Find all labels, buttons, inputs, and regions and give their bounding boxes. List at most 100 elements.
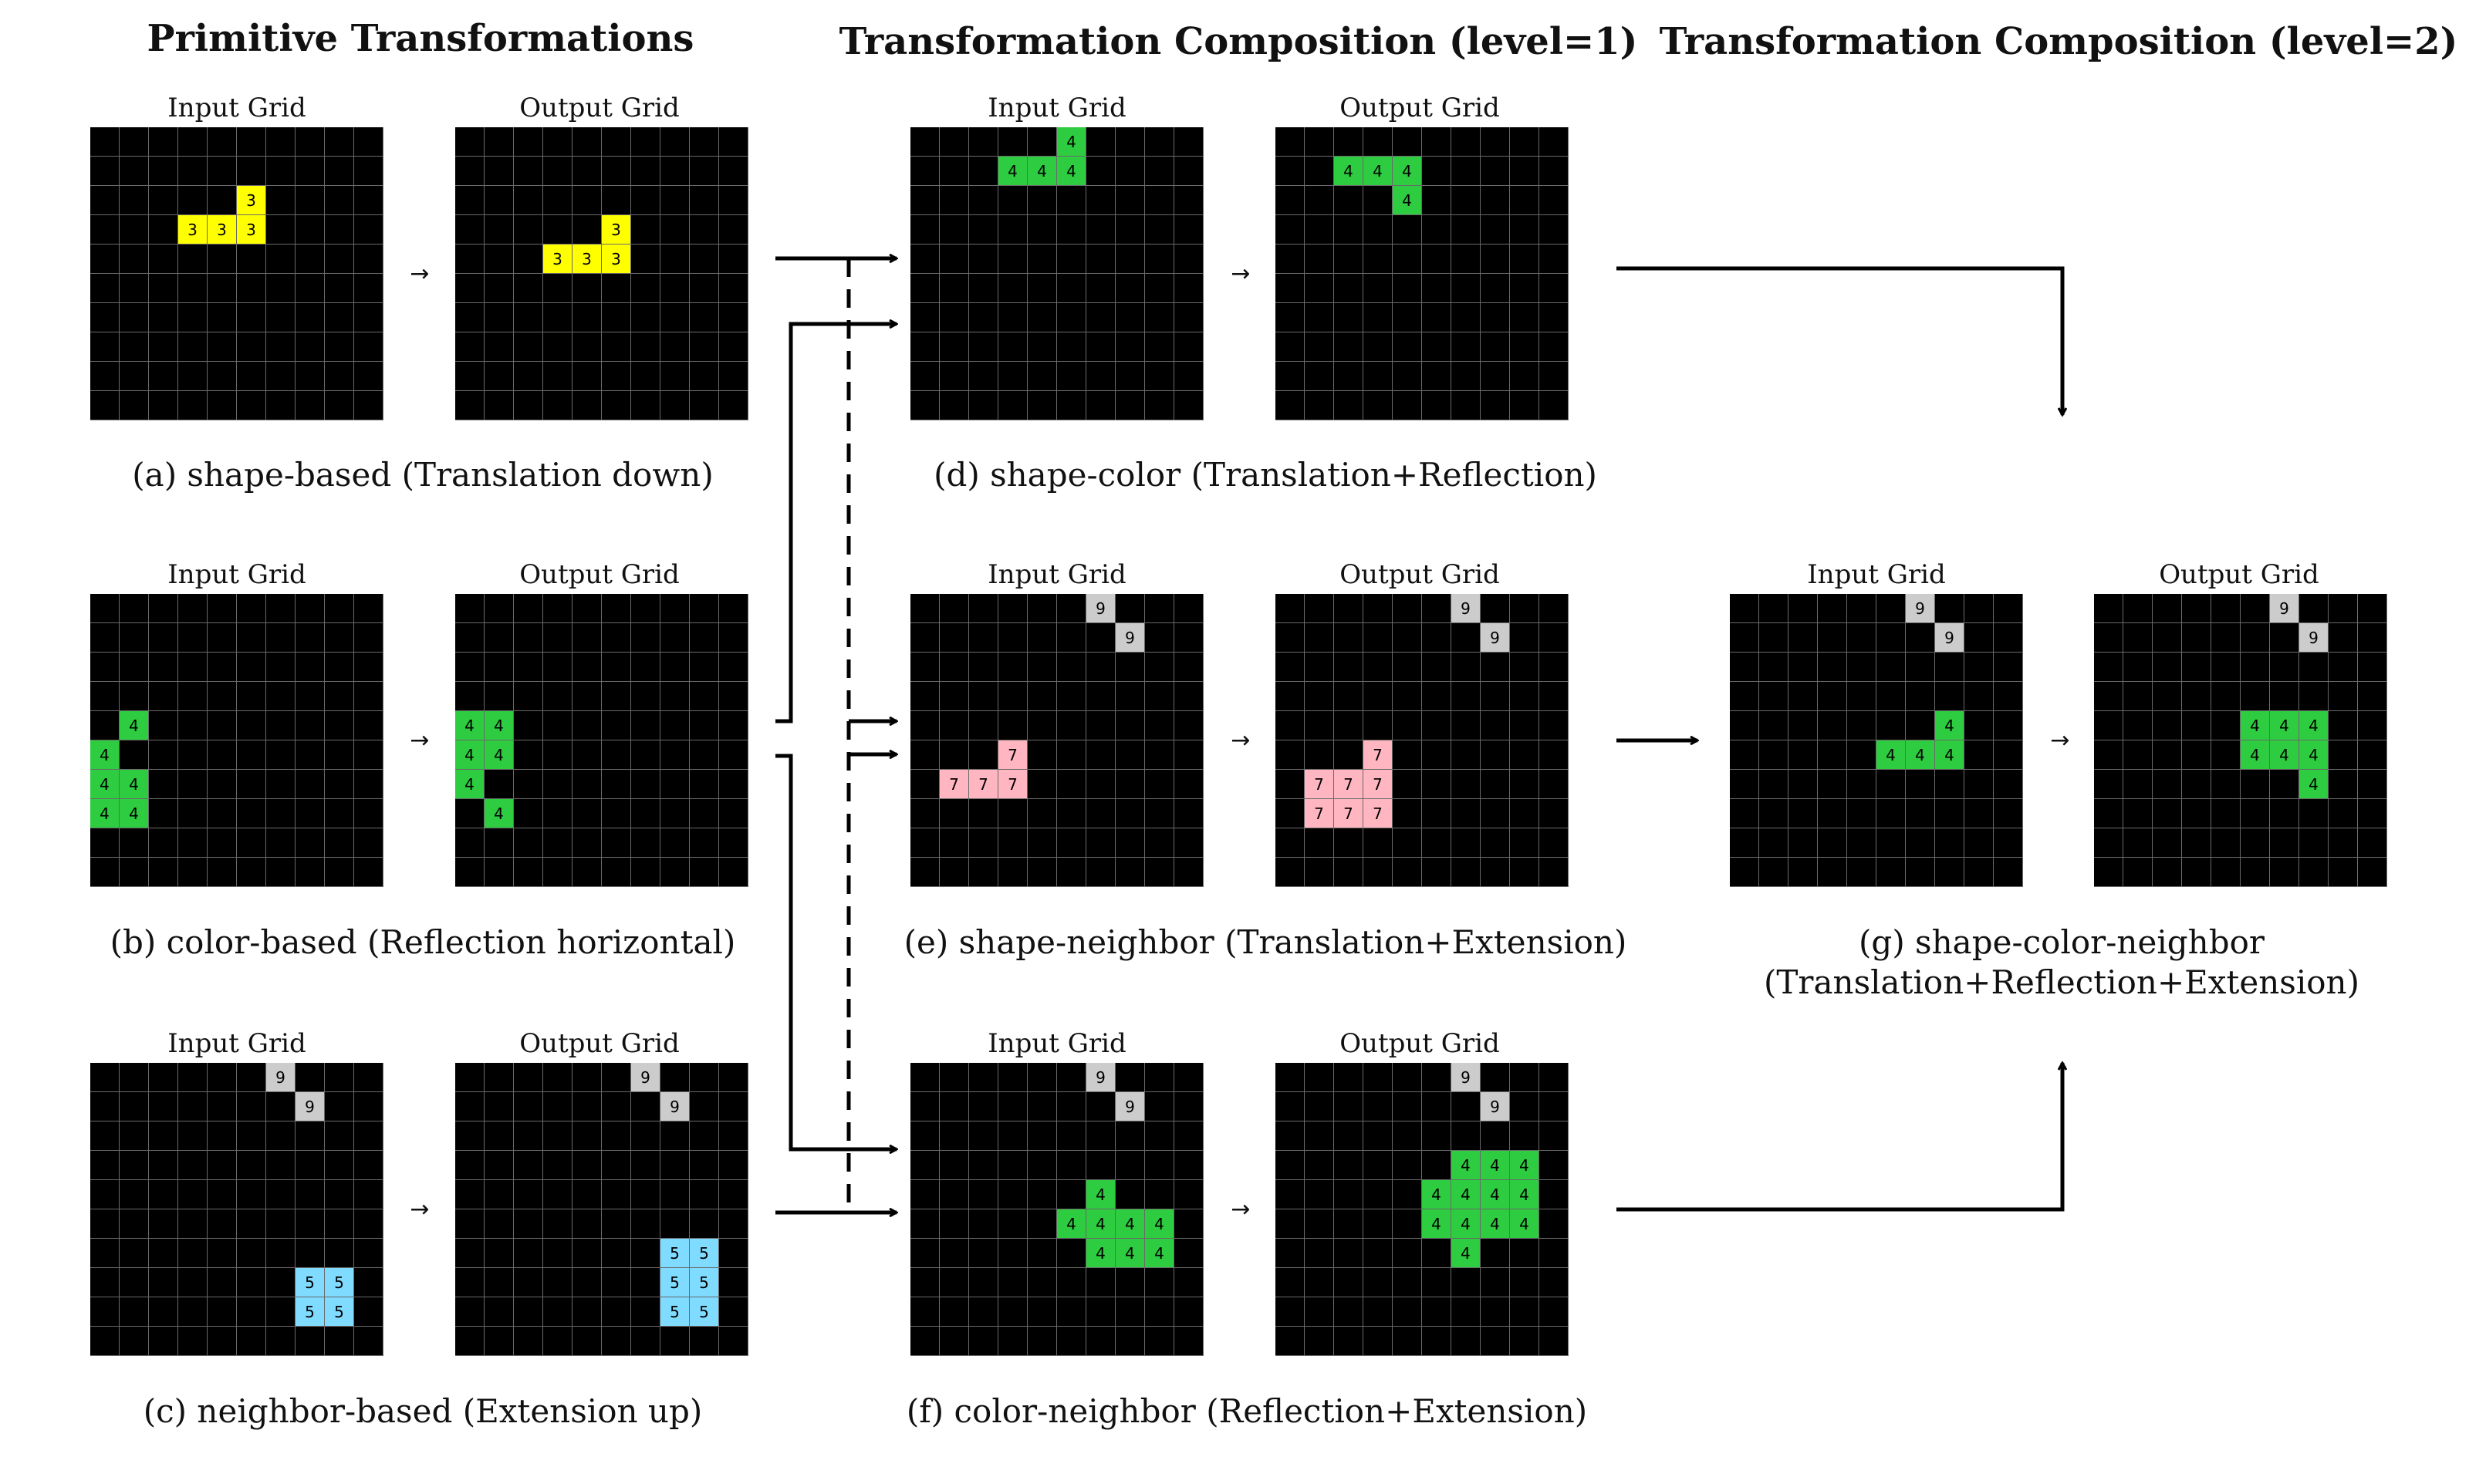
grid-cell: [237, 303, 266, 332]
grid-cell: [455, 858, 485, 887]
grid-cell: [660, 770, 690, 799]
grid-cell: [178, 157, 208, 186]
grid-cell: [969, 594, 998, 623]
grid-cell: [543, 274, 572, 303]
grid-cell-filled: 9: [1451, 594, 1481, 623]
grid-cell: [543, 127, 572, 157]
grid-cell: [208, 799, 237, 828]
grid-cell: [1994, 711, 2023, 740]
grid-cell: [266, 1180, 296, 1209]
grid-cell: [1363, 1209, 1393, 1239]
grid-cell: [1057, 1063, 1086, 1092]
grid-cell: [602, 303, 631, 332]
grid-cell: [1028, 274, 1057, 303]
grid-cell: [1116, 1063, 1145, 1092]
grid-cell: [1116, 245, 1145, 274]
grid-cell: [1305, 157, 1334, 186]
grid-cell: [2182, 799, 2211, 828]
grid-cell: [178, 1297, 208, 1327]
grid-cell: [1086, 740, 1116, 770]
grid-cell: [325, 362, 354, 391]
grid-cell: [1393, 1151, 1422, 1180]
grid-cell-filled: 4: [1906, 740, 1935, 770]
grid-cell: [296, 858, 325, 887]
grid-cell: [1145, 274, 1174, 303]
grid-cell: [354, 391, 383, 420]
grid-cell: [1393, 770, 1422, 799]
grid-cell-filled: 4: [485, 740, 514, 770]
grid-cell: [514, 828, 543, 858]
grid-cell: [543, 1151, 572, 1180]
grid-cell: [1275, 1092, 1305, 1121]
grid-cell: [354, 799, 383, 828]
grid-cell: [1086, 828, 1116, 858]
grid-cell: [90, 1063, 120, 1092]
grid-cell: [455, 1063, 485, 1092]
grid-cell: [1086, 332, 1116, 362]
grid-cell: [1028, 711, 1057, 740]
grid-cell: [1847, 828, 1876, 858]
grid-cell: [1510, 653, 1539, 682]
grid-cell: [2182, 682, 2211, 711]
grid-cell: [90, 186, 120, 215]
grid-cell: [1788, 682, 1818, 711]
grid-cell: [149, 1092, 178, 1121]
grid-cell: [1510, 332, 1539, 362]
grid-cell: [90, 682, 120, 711]
grid-cell: [940, 828, 969, 858]
grid-cell: [237, 653, 266, 682]
grid-cell: [90, 157, 120, 186]
grid-cell: [455, 1092, 485, 1121]
grid-cell: [2211, 682, 2241, 711]
grid-cell: [631, 682, 660, 711]
grid-cell: [485, 1092, 514, 1121]
grid-cell: [1275, 594, 1305, 623]
grid-cell: [90, 1092, 120, 1121]
grid-cell: [1057, 1180, 1086, 1209]
grid-cell: [1539, 1092, 1569, 1121]
grid-cell: [1510, 623, 1539, 653]
grid-cell: [1964, 682, 1994, 711]
grid-cell: [1116, 740, 1145, 770]
grid-cell: [1393, 303, 1422, 332]
grid-cell-filled: 5: [660, 1268, 690, 1297]
grid-cell: [178, 274, 208, 303]
grid-cell: [1393, 391, 1422, 420]
output-grid-label: Output Grid: [519, 1028, 680, 1059]
grid-cell: [602, 1327, 631, 1356]
grid-cell: [237, 1268, 266, 1297]
grid-cell: [1393, 740, 1422, 770]
grid-cell: [1086, 303, 1116, 332]
grid-cell: [969, 245, 998, 274]
grid-cell: [514, 623, 543, 653]
grid-cell: [1028, 828, 1057, 858]
grid-cell: [910, 858, 940, 887]
grid-cell: [1275, 828, 1305, 858]
grid-cell: [1539, 1180, 1569, 1209]
grid-cell: [969, 1239, 998, 1268]
grid-cell: [1818, 711, 1847, 740]
grid-cell: [90, 653, 120, 682]
grid-cell: [969, 1180, 998, 1209]
grid-cell: [719, 1063, 748, 1092]
grid-cell-filled: 4: [485, 711, 514, 740]
grid-cell: [1818, 828, 1847, 858]
grid-cell: [1539, 1063, 1569, 1092]
grid-cell: [2182, 653, 2211, 682]
grid-cell: [90, 594, 120, 623]
input-grid-label: Input Grid: [1807, 559, 1946, 590]
grid-cell: [1730, 623, 1759, 653]
grid-cell: [1422, 362, 1451, 391]
grid-cell: [2153, 799, 2182, 828]
grid-cell-filled: 4: [1451, 1209, 1481, 1239]
grid-cell: [969, 858, 998, 887]
grid-cell: [969, 682, 998, 711]
caption-b: (b) color-based (Reflection horizontal): [110, 923, 736, 961]
grid-cell-filled: 7: [998, 740, 1028, 770]
grid-cell: [543, 186, 572, 215]
grid-cell: [514, 1209, 543, 1239]
grid-cell: [1116, 274, 1145, 303]
grid-cell: [325, 245, 354, 274]
grid-cell: [2241, 682, 2270, 711]
grid-cell: [1422, 1092, 1451, 1121]
